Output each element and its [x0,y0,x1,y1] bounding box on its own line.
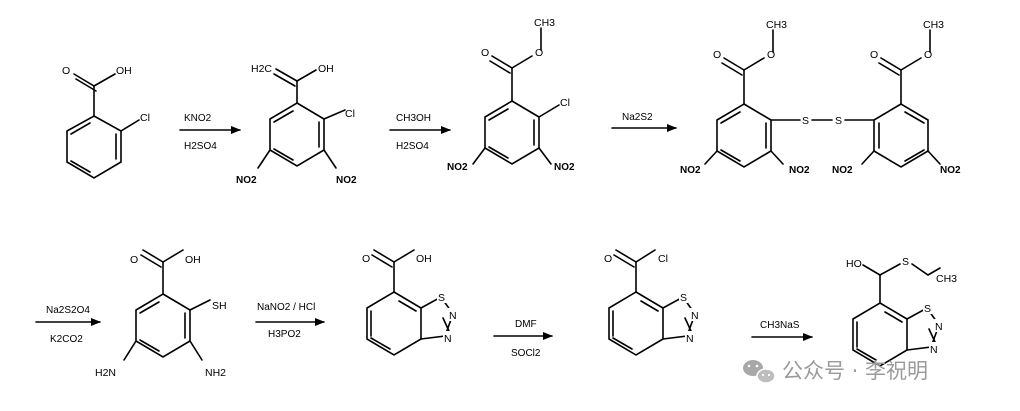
atom-ch3: CH3 [534,17,555,29]
atom-oh: OH [318,63,334,75]
atom-n: N [444,333,452,345]
atom-o: O [130,254,138,266]
group-no2: NO2 [940,165,961,176]
atom-n: N [930,344,938,356]
atom-nh2: NH2 [205,367,226,379]
reagent-socl2: SOCl2 [511,348,541,359]
molecule-benzothiadiazole-acid: O OH S N N [362,249,459,356]
molecule-methyl-ester: O O CH3 Cl NO2 NO2 [447,17,575,173]
atom-o: O [362,253,370,265]
atom-cl: Cl [560,97,570,109]
atom-o: O [924,49,932,61]
atom-cl: Cl [658,253,668,265]
atom-n: N [686,333,694,345]
watermark-text: 公众号 · 李祝明 [782,359,928,383]
reagent-h2so4-2: H2SO4 [396,141,429,152]
atom-o: O [870,49,878,61]
molecule-disulfide-dimer: O O CH3 S S O O CH3 NO2 NO2 NO2 NO2 [680,19,961,176]
molecule-acyl-chloride: O Cl S N N [604,249,701,356]
reagent-h2so4-1: H2SO4 [184,141,217,152]
reagent-h3po2: H3PO2 [268,329,301,340]
atom-sh: SH [212,300,227,312]
atom-ch3: CH3 [936,273,957,285]
molecule-diamino-mercapto-acid: O OH SH H2N NH2 [95,249,227,379]
group-no2: NO2 [680,165,701,176]
atom-s: S [680,292,687,304]
atom-ch3: CH3 [766,19,787,31]
atom-o: O [62,65,70,77]
atom-oh: OH [116,65,132,77]
atom-n: N [449,310,457,322]
reagent-nano2-hcl: NaNO2 / HCl [257,302,315,313]
reagent-na2s2: Na2S2 [622,112,653,123]
molecule-final-product: HO S CH3 S N N [846,256,957,367]
atom-o: O [481,47,489,59]
atom-oh: OH [185,254,201,266]
reagent-ch3oh: CH3OH [396,113,431,124]
reagent-knoa2: KNO2 [184,113,212,124]
atom-s: S [924,303,931,315]
atom-h2n: H2N [95,367,116,379]
atom-s: S [802,115,809,127]
atom-cl: Cl [345,108,355,120]
group-no2: NO2 [554,162,575,173]
reagent-k2co2: K2CO2 [50,334,83,345]
atom-s: S [835,115,842,127]
molecule-2-chlorobenzoic-acid: O OH Cl [62,65,150,179]
molecule-dinitro-intermediate: H2C OH Cl NO2 NO2 [236,63,357,186]
atom-o: O [767,49,775,61]
reagent-na2s2o4: Na2S2O4 [46,305,90,316]
atom-oh: OH [416,253,432,265]
wechat-icon [743,360,776,384]
atom-s: S [902,256,909,268]
reagent-ch3nas: CH3NaS [760,320,800,331]
atom-h2c: H2C [251,63,272,75]
group-no2: NO2 [447,162,468,173]
atom-ch3: CH3 [923,19,944,31]
atom-o: O [604,253,612,265]
atom-s: S [438,292,445,304]
atom-n: N [935,321,943,333]
atom-o: O [713,49,721,61]
group-no2: NO2 [789,165,810,176]
atom-o: O [535,47,543,59]
atom-n: N [691,310,699,322]
atom-cl: Cl [140,112,150,124]
group-no2: NO2 [236,175,257,186]
group-no2: NO2 [832,165,853,176]
group-no2: NO2 [336,175,357,186]
reagent-dmf: DMF [515,319,537,330]
watermark: 公众号 · 李祝明 [743,359,928,384]
atom-ho: HO [846,258,862,270]
